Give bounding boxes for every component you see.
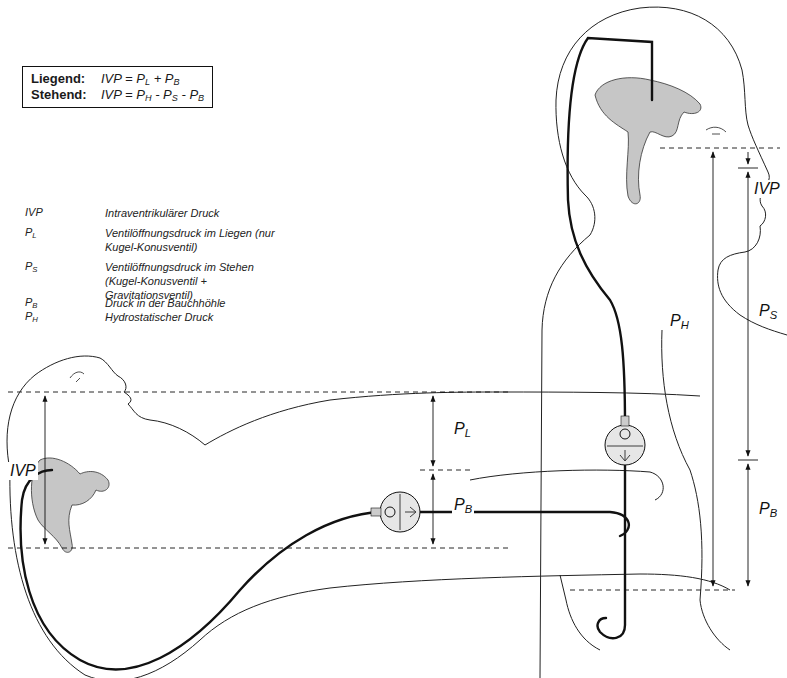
catheter xyxy=(21,38,652,669)
symbol: PS xyxy=(25,260,37,272)
formula-box: Liegend: IVP = PL + PB Stehend: IVP = PH - … xyxy=(22,66,213,108)
formula-row: Liegend: IVP = PL + PB xyxy=(31,71,204,87)
symbol: IVP xyxy=(25,206,43,218)
dimension-label: IVP xyxy=(8,462,38,480)
description: Ventilöffnungsdruck im Stehen (Kugel-Kon… xyxy=(105,260,285,302)
dimension-label: PB xyxy=(452,496,474,514)
dimension-line xyxy=(8,148,780,590)
symbol: PH xyxy=(25,310,38,322)
symbol: PB xyxy=(25,296,37,308)
description: Intraventrikulärer Druck xyxy=(105,206,285,220)
ventricle xyxy=(31,78,700,553)
dimension-label: IVP xyxy=(752,180,782,198)
dimension-label: PH xyxy=(668,312,691,330)
formula: IVP = PL + PB xyxy=(101,71,180,87)
dimension-label: PS xyxy=(757,302,779,320)
position-label: Liegend: xyxy=(31,71,93,87)
description: Druck in der Bauchhöhle xyxy=(105,296,285,310)
symbol: PL xyxy=(25,226,37,238)
formula-row: Stehend: IVP = PH - PS - PB xyxy=(31,87,204,103)
position-label: Stehend: xyxy=(31,87,93,103)
formula: IVP = PH - PS - PB xyxy=(101,87,204,103)
dimension-label: PB xyxy=(757,500,779,518)
description: Hydrostatischer Druck xyxy=(105,310,285,324)
body-outline xyxy=(7,7,787,678)
valve xyxy=(371,416,645,532)
dimension-label: PL xyxy=(452,420,473,438)
description: Ventilöffnungsdruck im Liegen (nur Kugel… xyxy=(105,226,285,254)
